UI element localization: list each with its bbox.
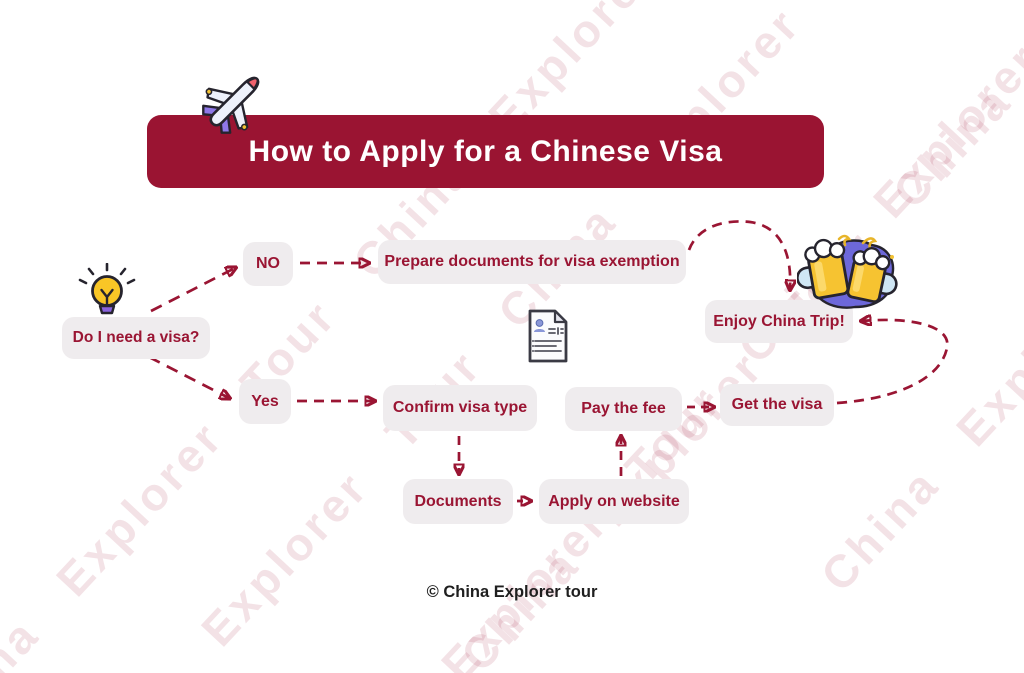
flow-node-prepare: Prepare documents for visa exemption: [378, 240, 686, 284]
flow-node-no: NO: [243, 242, 293, 286]
copyright-text: © China Explorer tour: [426, 583, 598, 601]
page-title: How to Apply for a Chinese Visa: [248, 134, 723, 168]
node-label: Documents: [414, 492, 502, 510]
flow-node-yes: Yes: [239, 379, 291, 424]
edge-question-to-no: [150, 268, 235, 313]
flow-node-confirm: Confirm visa type: [383, 385, 537, 431]
edge-question-to-yes: [148, 355, 229, 398]
lightbulb-icon: [78, 263, 136, 315]
airplane-icon: [202, 76, 260, 134]
node-label: Pay the fee: [581, 400, 666, 417]
node-label: Do I need a visa?: [72, 329, 200, 346]
node-label: NO: [256, 255, 280, 272]
node-label: Prepare documents for visa exemption: [384, 253, 680, 270]
node-label: Enjoy China Trip!: [713, 312, 845, 330]
node-label: Confirm visa type: [392, 399, 528, 416]
flow-node-apply: Apply on website: [539, 479, 689, 524]
node-label: Get the visa: [731, 396, 823, 413]
edge-get-to-enjoy: [836, 320, 949, 405]
node-label: Yes: [251, 392, 279, 410]
flow-node-documents: Documents: [403, 479, 513, 524]
flow-node-pay: Pay the fee: [565, 387, 682, 431]
edge-prepare-to-enjoy: [687, 220, 790, 289]
flow-node-question: Do I need a visa?: [62, 317, 210, 359]
node-label: Apply on website: [548, 492, 680, 510]
flow-node-enjoy: Enjoy China Trip!: [705, 300, 853, 343]
title-banner: How to Apply for a Chinese Visa: [147, 115, 824, 188]
document-icon: [528, 309, 568, 363]
flow-node-get: Get the visa: [720, 384, 834, 426]
beer-mugs-icon: [797, 234, 898, 309]
